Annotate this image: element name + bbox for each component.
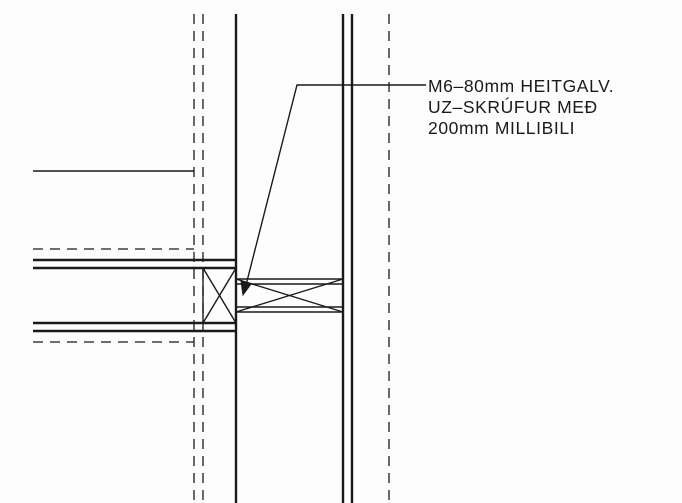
right-wall-double-lines [341, 14, 354, 503]
annotation-line-3: 200mm MILLIBILI [428, 118, 576, 138]
screw-annotation: M6–80mm HEITGALV. UZ–SKRÚFUR MEÐ 200mm M… [428, 76, 614, 139]
leader-line [240, 84, 426, 297]
leader-arrowhead [240, 280, 252, 297]
left-wall-dashed-lines [193, 14, 204, 503]
upper-board [33, 248, 236, 270]
blocking-left-box [202, 267, 237, 324]
annotation-line-1: M6–80mm HEITGALV. [428, 76, 615, 96]
spacer-block [235, 278, 344, 313]
annotation-line-2: UZ–SKRÚFUR MEÐ [428, 97, 598, 117]
lower-board [33, 321, 236, 343]
